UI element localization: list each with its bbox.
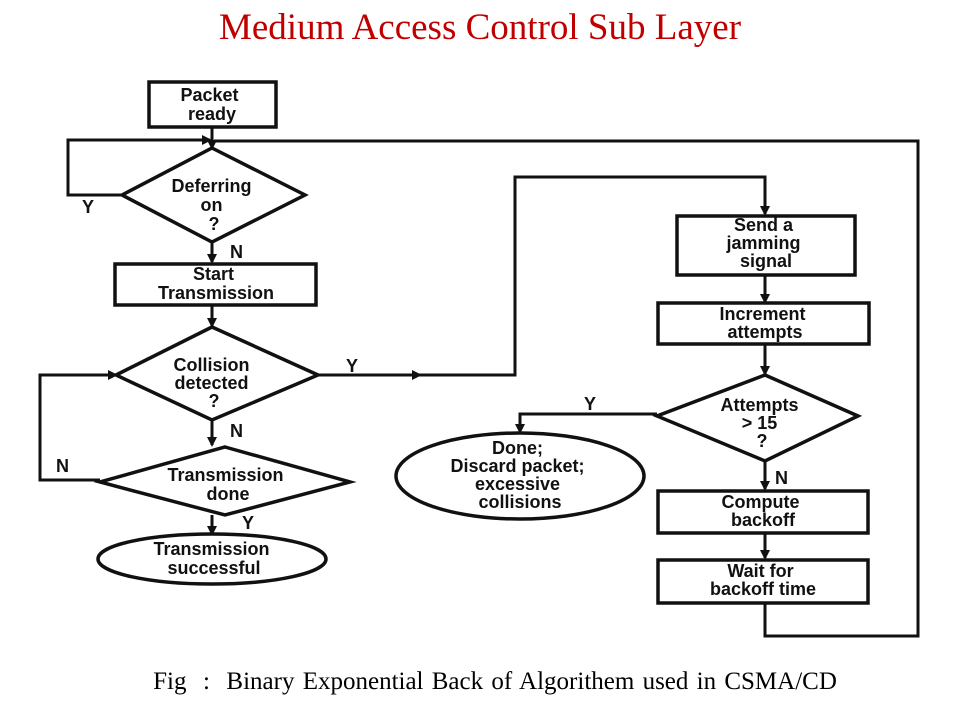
node-increment-attempts: Increment attempts — [656, 301, 871, 346]
label-attempts-yes: Y — [584, 394, 596, 414]
edge-deferring-yes-loop — [66, 135, 212, 197]
node-text: Deferring on ? — [171, 176, 256, 234]
node-text: Attempts > 15 ? — [720, 395, 803, 451]
label-collision-yes: Y — [346, 356, 358, 376]
node-wait-for-backoff: Wait for backoff time — [656, 558, 870, 605]
node-text: Packet ready — [180, 85, 243, 124]
label-done-no: N — [56, 456, 69, 476]
node-text: Transmission done — [167, 465, 288, 504]
terminal-done-discard-packet: Done; Discard packet; excessive collisio… — [394, 431, 646, 521]
page-title: Medium Access Control Sub Layer — [218, 7, 742, 48]
node-text: Increment attempts — [719, 304, 810, 342]
node-text: Transmission successful — [153, 539, 274, 578]
label-deferring-yes: Y — [82, 197, 94, 217]
edge-wait-loop-back — [214, 139, 920, 638]
figure-caption: Fig : Binary Exponential Back of Algorit… — [153, 668, 837, 695]
edge-done-no-loop — [38, 370, 118, 482]
label-done-yes: Y — [242, 513, 254, 533]
node-packet-ready: Packet ready — [147, 80, 278, 129]
edge-collision-to-jamming — [420, 175, 770, 377]
node-text: Start Transmission — [158, 264, 274, 303]
edge-labels: Y N Y N N Y Y N — [56, 197, 788, 533]
label-attempts-no: N — [775, 468, 788, 488]
edge-attempts-yes — [515, 412, 657, 434]
node-text: Wait for backoff time — [710, 561, 816, 599]
decision-transmission-done: Transmission done — [93, 445, 357, 517]
node-text: Send a jamming signal — [725, 215, 805, 271]
node-text: Compute backoff — [721, 492, 804, 530]
decision-collision-detected: Collision detected ? — [111, 325, 323, 422]
decision-deferring-on: Deferring on ? — [118, 146, 309, 244]
connectors — [38, 127, 920, 638]
decision-attempts-gt-15: Attempts > 15 ? — [652, 373, 863, 463]
node-compute-backoff: Compute backoff — [656, 489, 870, 535]
node-send-jamming-signal: Send a jamming signal — [675, 214, 857, 277]
label-collision-no: N — [230, 421, 243, 441]
label-deferring-no: N — [230, 242, 243, 262]
node-text: Collision detected ? — [173, 355, 254, 411]
node-start-transmission: Start Transmission — [113, 262, 318, 307]
terminal-transmission-successful: Transmission successful — [96, 532, 328, 586]
node-text: Done; Discard packet; excessive collisio… — [450, 438, 589, 512]
